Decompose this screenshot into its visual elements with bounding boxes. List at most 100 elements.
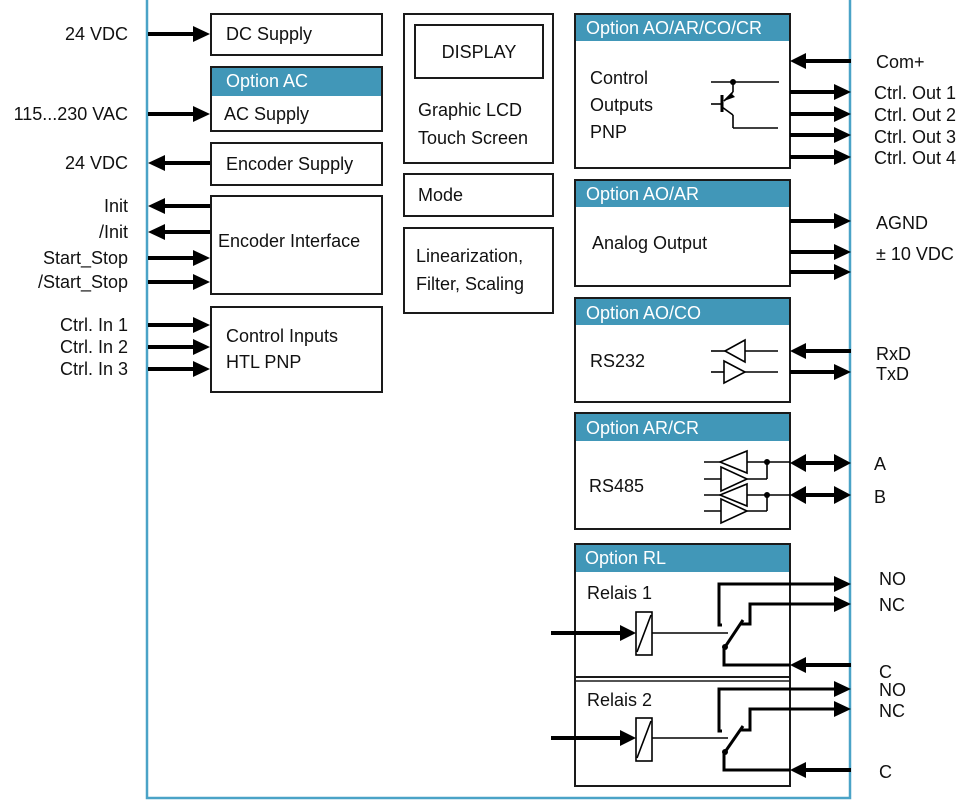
- relay-1-contact-icon: [717, 576, 851, 673]
- block-control-inputs: Control Inputs HTL PNP: [210, 306, 383, 393]
- arrow-head: [193, 250, 210, 266]
- option-header-bg: [576, 181, 789, 207]
- rs232-driver-icon: [711, 338, 778, 385]
- signal-label-c-1: C: [879, 662, 892, 682]
- signal-label-ctrl-in-1: Ctrl. In 1: [60, 315, 128, 335]
- option-header-bg: [212, 68, 381, 96]
- arrow-head: [790, 343, 806, 359]
- relais-1-label: Relais 1: [587, 583, 652, 603]
- block-display: DISPLAY Graphic LCD Touch Screen: [403, 13, 554, 164]
- signal-label-init: Init: [104, 196, 128, 216]
- signal-label-ctrl-in-2: Ctrl. In 2: [60, 337, 128, 357]
- option-analog-output: Option AO/AR Analog Output: [574, 179, 791, 287]
- left-signal-labels: 24 VDC 115...230 VAC 24 VDC Init /Init S…: [14, 24, 128, 379]
- option-header-bg: [576, 545, 789, 572]
- arrow-head: [790, 454, 806, 472]
- block-label: RS232: [590, 351, 645, 371]
- block-label: Encoder Supply: [226, 154, 353, 174]
- device-frame: [145, 0, 852, 800]
- signal-label-txd: TxD: [876, 364, 909, 384]
- signal-label-nc-2: NC: [879, 701, 905, 721]
- arrow-head: [834, 264, 851, 280]
- arrow-head: [193, 274, 210, 290]
- signal-label-a: A: [874, 454, 886, 474]
- pnp-transistor-icon: [711, 79, 779, 129]
- signal-label-ctrl-out-4: Ctrl. Out 4: [874, 148, 956, 168]
- signal-label-ninit: /Init: [99, 222, 128, 242]
- signal-label-24vdc-in: 24 VDC: [65, 24, 128, 44]
- display-desc-line1: Graphic LCD: [418, 100, 522, 120]
- arrow-head: [834, 84, 851, 100]
- arrow-head: [790, 53, 806, 69]
- arrow-head: [193, 106, 210, 122]
- signal-label-ctrl-out-1: Ctrl. Out 1: [874, 83, 956, 103]
- block-label: RS485: [589, 476, 644, 496]
- signal-label-no-2: NO: [879, 680, 906, 700]
- rs485-transceiver-icon: [704, 449, 790, 525]
- option-header: Option AO/AR: [586, 184, 699, 204]
- right-signal-labels: Com+ Ctrl. Out 1 Ctrl. Out 2 Ctrl. Out 3…: [874, 52, 956, 782]
- arrow-head: [193, 361, 210, 377]
- block-mode: Mode: [403, 173, 554, 217]
- option-header-bg: [576, 414, 789, 441]
- arrow-head: [790, 486, 806, 504]
- right-arrows: [790, 53, 851, 504]
- signal-label-c-2: C: [879, 762, 892, 782]
- block-ac-supply: Option AC AC Supply: [210, 66, 383, 132]
- block-label-line2: Filter, Scaling: [416, 274, 524, 294]
- signal-label-ctrl-out-2: Ctrl. Out 2: [874, 105, 956, 125]
- signal-label-nstart-stop: /Start_Stop: [38, 272, 128, 293]
- arrow-head: [834, 213, 851, 229]
- signal-label-ctrl-out-3: Ctrl. Out 3: [874, 127, 956, 147]
- option-rs485: Option AR/CR RS485: [574, 412, 791, 530]
- block-label: Mode: [418, 185, 463, 205]
- signal-label-agnd: AGND: [876, 213, 928, 233]
- relais-2-label: Relais 2: [587, 690, 652, 710]
- arrow-head: [834, 454, 851, 472]
- option-header: Option AC: [226, 71, 308, 91]
- signal-label-start-stop: Start_Stop: [43, 248, 128, 269]
- option-header: Option AR/CR: [586, 418, 699, 438]
- signal-label-pm10vdc: ± 10 VDC: [876, 244, 954, 264]
- signal-label-nc-1: NC: [879, 595, 905, 615]
- block-label-line2: Outputs: [590, 95, 653, 115]
- option-header: Option AO/CO: [586, 303, 701, 323]
- block-label: Encoder Interface: [218, 231, 360, 251]
- block-encoder-supply: Encoder Supply: [210, 142, 383, 186]
- signal-label-24vdc-out: 24 VDC: [65, 153, 128, 173]
- block-encoder-interface: Encoder Interface: [210, 195, 383, 295]
- left-arrows: [148, 26, 210, 377]
- arrow-head: [834, 149, 851, 165]
- arrow-head: [148, 155, 165, 171]
- relay-1-coil-icon: [551, 611, 728, 656]
- signal-label-ac-in: 115...230 VAC: [14, 104, 128, 124]
- signal-label-no-1: NO: [879, 569, 906, 589]
- arrow-head: [834, 106, 851, 122]
- block-dc-supply: DC Supply: [210, 13, 383, 56]
- arrow-head: [193, 339, 210, 355]
- arrow-head: [193, 26, 210, 42]
- block-label-line1: Linearization,: [416, 246, 523, 266]
- signal-label-com-plus: Com+: [876, 52, 925, 72]
- relay-2-coil-icon: [551, 717, 728, 762]
- block-label: AC Supply: [224, 104, 309, 124]
- option-relay: Option RL Relais 1 Relais 2: [551, 543, 851, 787]
- option-header: Option AO/AR/CO/CR: [586, 18, 762, 38]
- signal-label-b: B: [874, 487, 886, 507]
- block-label-line3: PNP: [590, 122, 627, 142]
- option-control-outputs: Option AO/AR/CO/CR Control Outputs PNP: [574, 13, 791, 169]
- block-label: Analog Output: [592, 233, 707, 253]
- block-label-line1: Control: [590, 68, 648, 88]
- option-rs232: Option AO/CO RS232: [574, 297, 791, 403]
- display-inner: [414, 24, 544, 79]
- signal-label-ctrl-in-3: Ctrl. In 3: [60, 359, 128, 379]
- arrow-head: [148, 224, 165, 240]
- relay-2-contact-icon: [717, 681, 851, 778]
- arrow-head: [834, 364, 851, 380]
- arrow-head: [834, 486, 851, 504]
- arrow-head: [148, 198, 165, 214]
- arrow-head: [834, 244, 851, 260]
- block-linearization: Linearization, Filter, Scaling: [403, 227, 554, 314]
- option-header: Option RL: [585, 548, 666, 568]
